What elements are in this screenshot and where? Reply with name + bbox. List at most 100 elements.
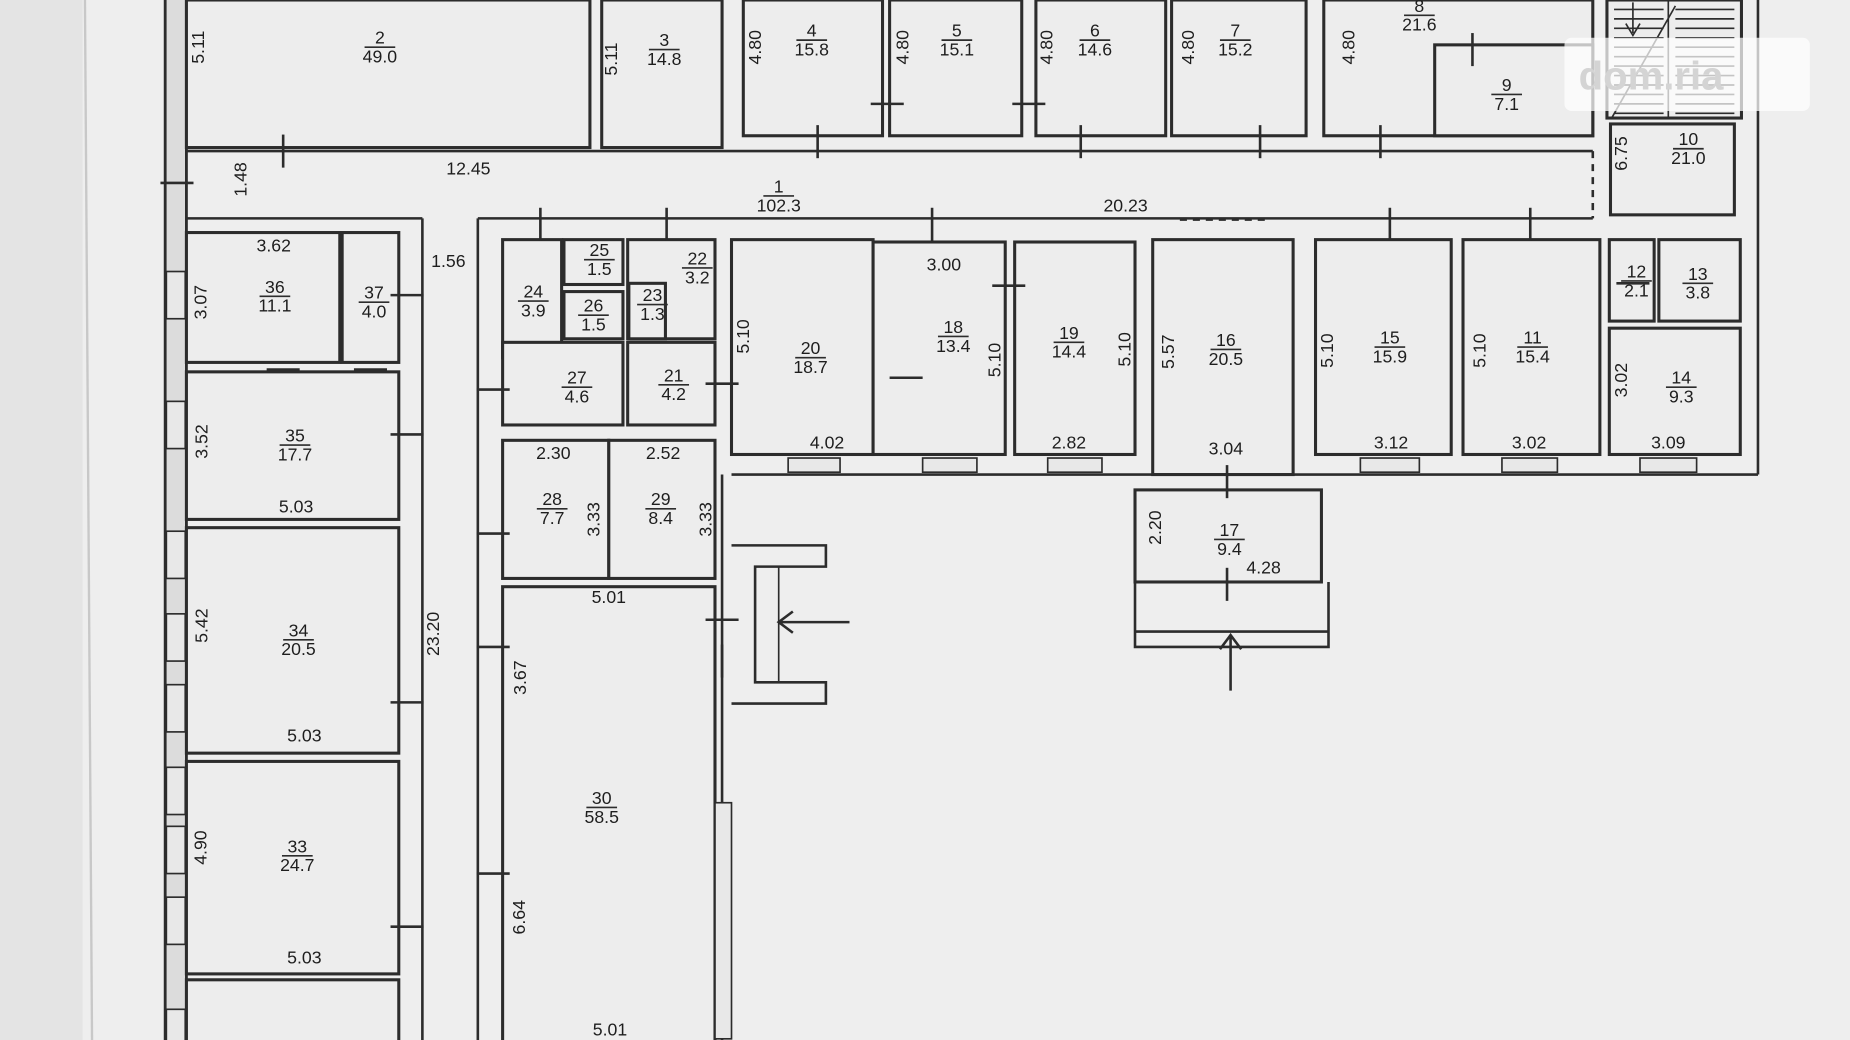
room-number: 8 <box>1414 0 1424 16</box>
window <box>165 530 187 580</box>
room-12: 122.1 <box>1621 261 1652 300</box>
room-area: 11.1 <box>258 296 291 316</box>
room-number: 21 <box>664 365 684 385</box>
room-outline <box>501 585 717 1040</box>
dimension-label: 5.03 <box>279 496 314 516</box>
dimension-label: 4.80 <box>1036 30 1056 65</box>
room-number: 13 <box>1688 264 1708 284</box>
window <box>1359 457 1421 474</box>
room-area: 3.2 <box>685 267 710 287</box>
room-number: 37 <box>364 283 384 303</box>
room-number: 35 <box>285 425 305 445</box>
dimension-label: 5.10 <box>733 319 753 354</box>
outer-wall-left <box>163 0 188 1040</box>
room-outline <box>600 0 724 150</box>
room-outline <box>1170 0 1308 138</box>
room-7: 715.2 <box>1218 21 1252 60</box>
window <box>165 270 187 320</box>
room-5: 515.1 <box>940 21 974 60</box>
room-area: 102.3 <box>757 195 801 215</box>
room-area: 20.5 <box>1209 349 1244 369</box>
room-area: 7.7 <box>540 508 565 528</box>
window <box>165 766 187 816</box>
room-area: 21.6 <box>1402 15 1437 35</box>
room-number: 22 <box>687 248 707 268</box>
room-4: 415.8 <box>795 21 830 60</box>
dimension-label: 5.03 <box>287 947 322 967</box>
room-number: 27 <box>567 368 587 388</box>
dimension-label: 2.82 <box>1052 433 1086 453</box>
paper-edge <box>83 0 94 1040</box>
room-number: 14 <box>1671 368 1691 388</box>
room-outline <box>184 0 592 150</box>
dimension-label: 3.07 <box>190 285 210 319</box>
room-number: 10 <box>1679 129 1699 149</box>
dimension-label: 5.10 <box>1469 333 1489 368</box>
dimension-label: 20.23 <box>1103 195 1147 215</box>
room-number: 36 <box>265 277 285 297</box>
dimension-label: 4.02 <box>810 433 844 453</box>
room-number: 17 <box>1220 520 1240 540</box>
dimension-label: 4.80 <box>1178 30 1198 65</box>
dimension-label: 6.75 <box>1611 136 1631 171</box>
room-27: 274.6 <box>561 368 593 407</box>
dimension-label: 3.33 <box>695 502 715 537</box>
window <box>787 457 841 474</box>
room-outline <box>1034 0 1168 138</box>
room-area: 1.5 <box>587 259 612 279</box>
room-outline <box>1151 238 1295 477</box>
room-number: 7 <box>1230 21 1240 41</box>
dimension-label: 1.56 <box>431 251 466 271</box>
dimension-label: 23.20 <box>423 612 443 656</box>
room-outline <box>1608 122 1736 217</box>
room-number: 34 <box>289 620 309 640</box>
room-outline <box>1013 240 1137 457</box>
room-26: 261.5 <box>578 296 609 335</box>
dimension-label: 5.11 <box>601 42 621 75</box>
dimension-label: 5.01 <box>593 1019 627 1039</box>
room-outline <box>1657 238 1742 323</box>
walls <box>163 0 1760 1040</box>
room-area: 21.0 <box>1671 148 1706 168</box>
room-area: 13.4 <box>936 336 971 356</box>
dimension-label: 5.11 <box>188 31 208 64</box>
room-number: 23 <box>643 285 663 305</box>
room-number: 26 <box>584 296 604 316</box>
dimension-label: 5.01 <box>592 587 626 607</box>
room-area: 3.9 <box>521 300 546 320</box>
room-number: 15 <box>1380 328 1400 348</box>
dimension-label: 3.02 <box>1611 363 1631 397</box>
room-29: 298.4 <box>645 489 677 528</box>
room-25: 251.5 <box>584 240 615 279</box>
room-area: 4.6 <box>565 387 590 407</box>
room-outline <box>184 231 342 364</box>
room-outline <box>888 0 1024 138</box>
room-area: 15.8 <box>795 39 830 59</box>
room-number: 11 <box>1523 328 1541 348</box>
room-area: 9.4 <box>1217 539 1242 559</box>
room-24: 243.9 <box>517 281 549 320</box>
room-area: 15.1 <box>940 39 974 59</box>
room-number: 29 <box>651 489 671 509</box>
room-outline <box>1133 488 1323 584</box>
dimension-label: 4.80 <box>745 30 765 65</box>
room-number: 33 <box>287 836 307 856</box>
room-outline <box>729 238 875 457</box>
watermark: dom.ria <box>1564 37 1810 111</box>
room-outline <box>340 231 401 364</box>
room-number: 4 <box>807 21 817 41</box>
room-outline <box>626 340 717 427</box>
window <box>1501 457 1559 474</box>
dimension-label: 4.80 <box>892 30 912 65</box>
dimension-label: 2.20 <box>1145 510 1165 545</box>
dimension-label: 5.42 <box>192 608 212 642</box>
window <box>165 683 187 733</box>
window <box>165 896 187 946</box>
entrance-arrow-icon <box>1218 632 1243 691</box>
